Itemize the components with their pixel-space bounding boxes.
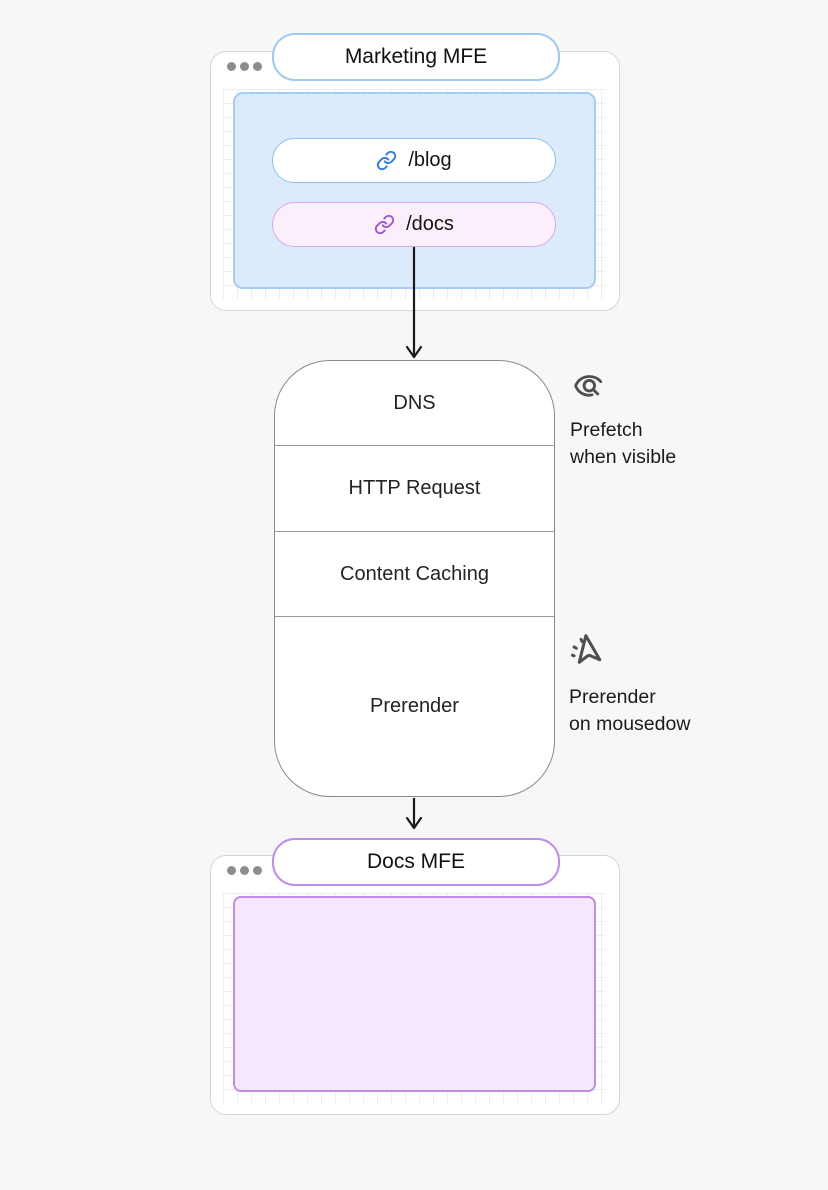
pipeline-stack: DNS HTTP Request Content Caching Prerend… bbox=[274, 360, 555, 797]
prefetch-annotation-text: Prefetch when visible bbox=[570, 417, 676, 470]
pipeline-step-label: Content Caching bbox=[340, 562, 489, 585]
pipeline-step-label: HTTP Request bbox=[348, 477, 481, 499]
prerender-annotation-text: Prerender on mousedow bbox=[569, 684, 690, 737]
window-controls bbox=[227, 62, 262, 71]
pipeline-step-http-request: HTTP Request bbox=[275, 446, 554, 532]
marketing-mfe-title-label: Marketing MFE bbox=[344, 45, 488, 68]
docs-link-label: /docs bbox=[406, 213, 454, 235]
blog-link-label: /blog bbox=[408, 149, 452, 171]
blog-link[interactable]: /blog bbox=[272, 138, 556, 183]
docs-content-panel bbox=[233, 896, 596, 1092]
prefetch-annotation-line1: Prefetch bbox=[570, 419, 643, 441]
prefetch-annotation-line2: when visible bbox=[570, 445, 677, 468]
flow-arrow-docs-to-pipeline bbox=[405, 247, 423, 359]
pipeline-step-prerender: Prerender bbox=[275, 617, 554, 796]
window-dot bbox=[227, 62, 236, 71]
window-dot bbox=[253, 866, 262, 875]
window-dot bbox=[240, 62, 249, 71]
docs-mfe-title-label: Docs MFE bbox=[366, 850, 465, 873]
window-dot bbox=[227, 866, 236, 875]
pipeline-step-content-caching: Content Caching bbox=[275, 532, 554, 617]
link-icon bbox=[376, 150, 397, 171]
flow-arrow-pipeline-to-docs bbox=[405, 798, 423, 830]
window-dot bbox=[253, 62, 262, 71]
mouse-pointer-click-icon bbox=[569, 634, 690, 677]
window-dot bbox=[240, 866, 249, 875]
window-controls bbox=[227, 866, 262, 875]
docs-link[interactable]: /docs bbox=[272, 202, 556, 247]
docs-mfe-title: Docs MFE bbox=[272, 838, 560, 886]
prefetch-annotation: Prefetch when visible bbox=[570, 369, 676, 470]
prerender-annotation: Prerender on mousedow bbox=[569, 634, 690, 737]
eye-search-icon bbox=[570, 369, 676, 410]
pipeline-step-dns: DNS bbox=[275, 361, 554, 446]
marketing-mfe-title: Marketing MFE bbox=[272, 33, 560, 81]
link-icon bbox=[374, 214, 395, 235]
pipeline-step-label: DNS bbox=[393, 391, 436, 414]
prerender-annotation-line2: on mousedow bbox=[569, 712, 691, 735]
pipeline-step-label: Prerender bbox=[370, 695, 459, 717]
prerender-annotation-line1: Prerender bbox=[569, 686, 656, 708]
